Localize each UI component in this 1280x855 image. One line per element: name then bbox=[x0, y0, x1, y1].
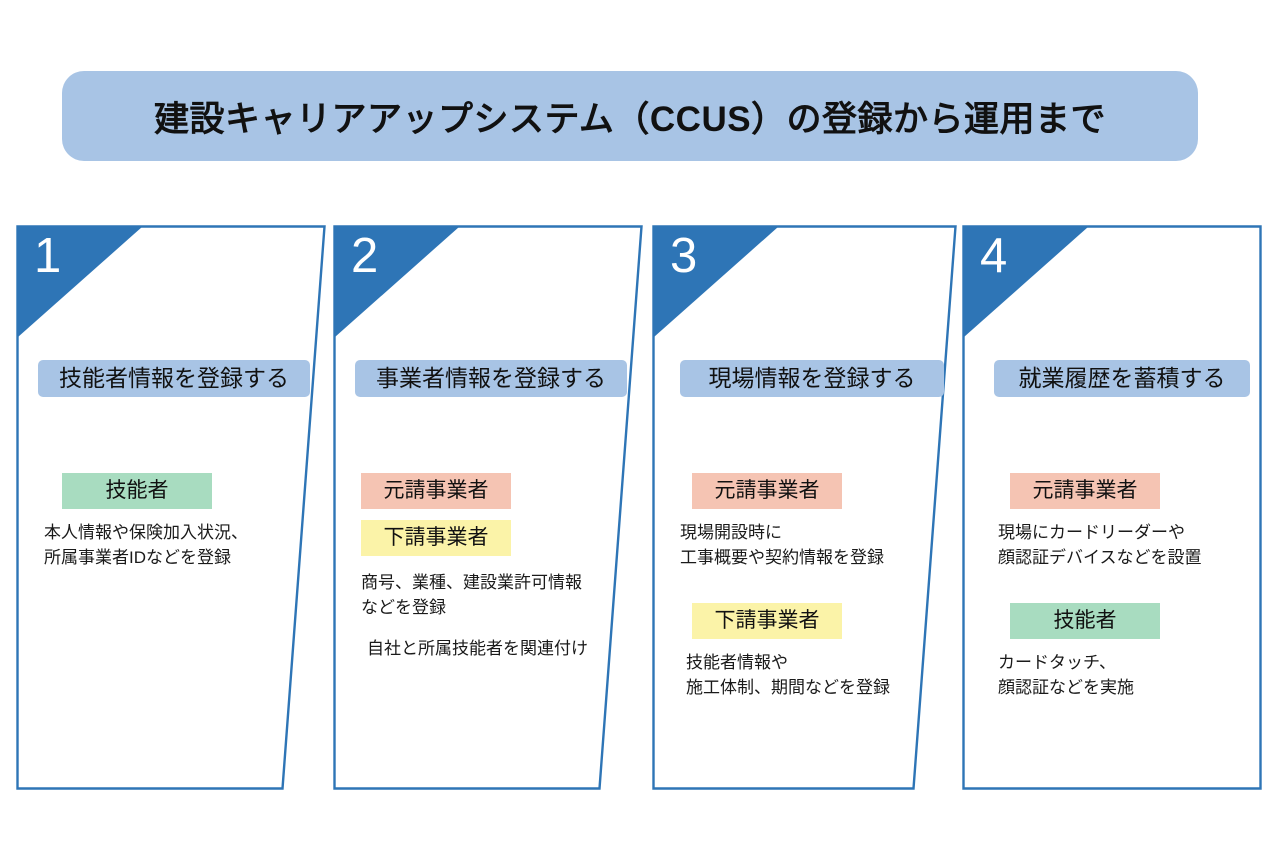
step-card-body: 4 就業履歴を蓄積する元請事業者現場にカードリーダーや 顔認証デバイスなどを設置技… bbox=[962, 225, 1262, 790]
role-tag: 元請事業者 bbox=[692, 473, 842, 509]
step-number: 1 bbox=[34, 229, 62, 283]
role-tag: 下請事業者 bbox=[692, 603, 842, 640]
step-description: 本人情報や保険加入状況、 所属事業者IDなどを登録 bbox=[44, 523, 248, 567]
corner-triangle-icon bbox=[654, 227, 778, 337]
step-number: 4 bbox=[980, 229, 1008, 283]
corner-triangle-icon bbox=[335, 227, 459, 337]
step-card-1[interactable]: 1 技能者情報を登録する技能者本人情報や保険加入状況、 所属事業者IDなどを登録 bbox=[16, 225, 326, 790]
step-description: 現場開設時に 工事概要や契約情報を登録 bbox=[680, 523, 884, 567]
step-header-pill[interactable]: 技能者情報を登録する bbox=[38, 360, 310, 397]
step-number-corner: 4 bbox=[964, 227, 1088, 337]
step-number: 2 bbox=[351, 229, 379, 283]
step-description: 商号、業種、建設業許可情報 などを登録 bbox=[361, 573, 582, 617]
step-card-2[interactable]: 2 事業者情報を登録する元請事業者下請事業者商号、業種、建設業許可情報 などを登録… bbox=[333, 225, 643, 790]
corner-triangle-icon bbox=[18, 227, 142, 337]
step-card-body: 2 事業者情報を登録する元請事業者下請事業者商号、業種、建設業許可情報 などを登録… bbox=[333, 225, 643, 790]
step-header-label: 事業者情報を登録する bbox=[376, 365, 606, 391]
step-content: 元請事業者現場開設時に 工事概要や契約情報を登録下請事業者技能者情報や 施工体制… bbox=[652, 473, 957, 701]
step-header-label: 現場情報を登録する bbox=[708, 365, 916, 391]
page-title-banner: 建設キャリアアップシステム（CCUS）の登録から運用まで bbox=[62, 71, 1198, 161]
step-content: 元請事業者現場にカードリーダーや 顔認証デバイスなどを設置技能者カードタッチ、 … bbox=[962, 473, 1262, 701]
step-header-label: 技能者情報を登録する bbox=[59, 365, 289, 391]
step-header-pill[interactable]: 就業履歴を蓄積する bbox=[994, 360, 1250, 397]
step-content: 技能者本人情報や保険加入状況、 所属事業者IDなどを登録 bbox=[16, 473, 326, 570]
step-description: 自社と所属技能者を関連付け bbox=[367, 639, 588, 659]
step-number: 3 bbox=[670, 229, 698, 283]
step-card-body: 3 現場情報を登録する元請事業者現場開設時に 工事概要や契約情報を登録下請事業者技… bbox=[652, 225, 957, 790]
step-description: 技能者情報や 施工体制、期間などを登録 bbox=[686, 653, 890, 697]
step-number-corner: 2 bbox=[335, 227, 459, 337]
role-tag: 下請事業者 bbox=[361, 520, 511, 556]
step-description: 現場にカードリーダーや 顔認証デバイスなどを設置 bbox=[998, 523, 1202, 567]
step-card-body: 1 技能者情報を登録する技能者本人情報や保険加入状況、 所属事業者IDなどを登録 bbox=[16, 225, 326, 790]
role-tag: 技能者 bbox=[1010, 603, 1160, 640]
step-card-4[interactable]: 4 就業履歴を蓄積する元請事業者現場にカードリーダーや 顔認証デバイスなどを設置技… bbox=[962, 225, 1262, 790]
step-header-pill[interactable]: 現場情報を登録する bbox=[680, 360, 944, 397]
role-tag: 技能者 bbox=[62, 473, 212, 509]
corner-triangle-icon bbox=[964, 227, 1088, 337]
step-header-pill[interactable]: 事業者情報を登録する bbox=[355, 360, 627, 397]
step-card-3[interactable]: 3 現場情報を登録する元請事業者現場開設時に 工事概要や契約情報を登録下請事業者技… bbox=[652, 225, 957, 790]
step-content: 元請事業者下請事業者商号、業種、建設業許可情報 などを登録自社と所属技能者を関連… bbox=[333, 473, 643, 662]
step-header-label: 就業履歴を蓄積する bbox=[1018, 365, 1226, 391]
page-title: 建設キャリアアップシステム（CCUS）の登録から運用まで bbox=[153, 99, 1107, 139]
step-number-corner: 3 bbox=[654, 227, 778, 337]
role-tag: 元請事業者 bbox=[361, 473, 511, 509]
step-number-corner: 1 bbox=[18, 227, 142, 337]
role-tag: 元請事業者 bbox=[1010, 473, 1160, 509]
step-description: カードタッチ、 顔認証などを実施 bbox=[998, 653, 1134, 697]
